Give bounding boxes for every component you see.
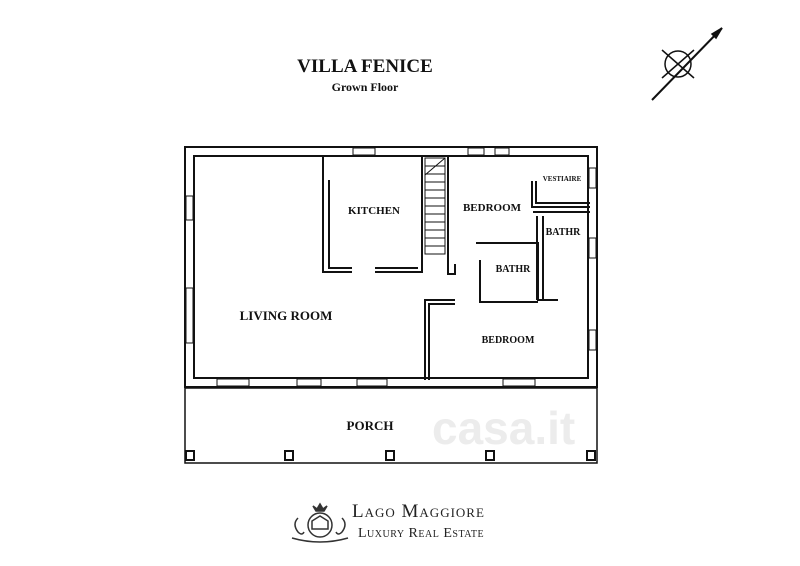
- brand-logo-icon: [291, 502, 349, 543]
- brand-tagline: Luxury Real Estate: [358, 526, 485, 541]
- plan-subtitle: Grown Floor: [331, 80, 399, 94]
- room-label-bathroom-center: BATHR: [496, 264, 532, 275]
- watermark: casa.it: [432, 402, 575, 454]
- room-label-kitchen: KITCHEN: [348, 205, 400, 217]
- room-label-porch: PORCH: [347, 418, 394, 433]
- interior-walls: [322, 157, 590, 380]
- room-label-bedroom-north: BEDROOM: [463, 202, 522, 214]
- brand-name: Lago Maggiore: [352, 501, 485, 522]
- room-label-bathroom-east: BATHR: [546, 227, 582, 238]
- room-label-living-room: LIVING ROOM: [240, 308, 333, 323]
- compass-icon: [651, 27, 723, 101]
- room-label-vestiaire: VESTIAIRE: [543, 175, 582, 183]
- plan-title: VILLA FENICE: [297, 56, 433, 77]
- staircase: [424, 157, 446, 255]
- room-label-bedroom-south: BEDROOM: [482, 335, 535, 346]
- exterior-walls: [184, 146, 598, 388]
